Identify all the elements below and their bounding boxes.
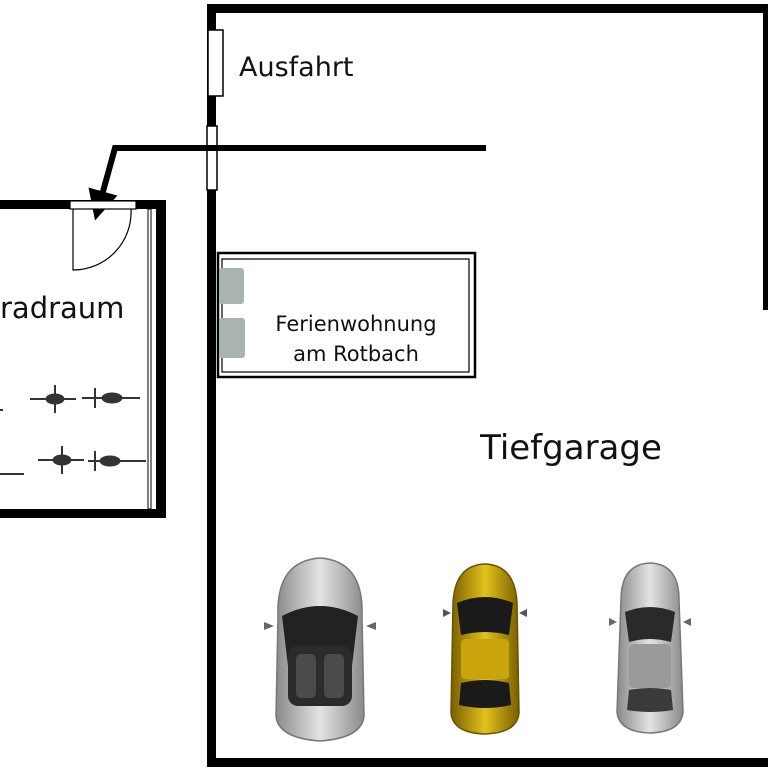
appliance-icon [219,268,244,304]
appliance-icon [219,318,245,358]
exit-window [207,29,224,97]
garage-walls [207,4,768,767]
bike-room-inner-line [147,208,152,510]
bicycle-icon [38,446,84,474]
bicycle-icon [88,451,146,471]
apartment-label-line2: am Rotbach [293,342,419,366]
garage-top-wall [207,4,768,13]
apartment-outer-wall [216,251,477,379]
route-arrow [88,145,486,221]
bicycle-icon [82,388,140,408]
bicycle-icon [30,385,76,413]
bike-room-door-frame [69,200,137,210]
garage-left-wall [207,4,216,766]
beetle-car-icon [443,563,527,735]
convertible-car-icon [264,557,376,742]
garage-right-wall [763,4,768,310]
passage-window [206,125,218,191]
apartment-label-line1: Ferienwohnung [275,312,436,336]
door-swing-icon [72,208,132,271]
bike-room [0,200,166,518]
bike-room-bottom-wall [0,509,166,518]
exit-label: Ausfahrt [239,52,354,83]
bike-room-label: radraum [0,291,124,325]
apartment-inner-wall [221,258,470,373]
bike-room-right-wall [156,200,166,518]
garage-label: Tiefgarage [479,428,662,468]
garage-bottom-wall [207,758,768,767]
apartment-block [216,251,477,379]
bicycles [0,385,146,475]
hatchback-car-icon [609,562,691,734]
